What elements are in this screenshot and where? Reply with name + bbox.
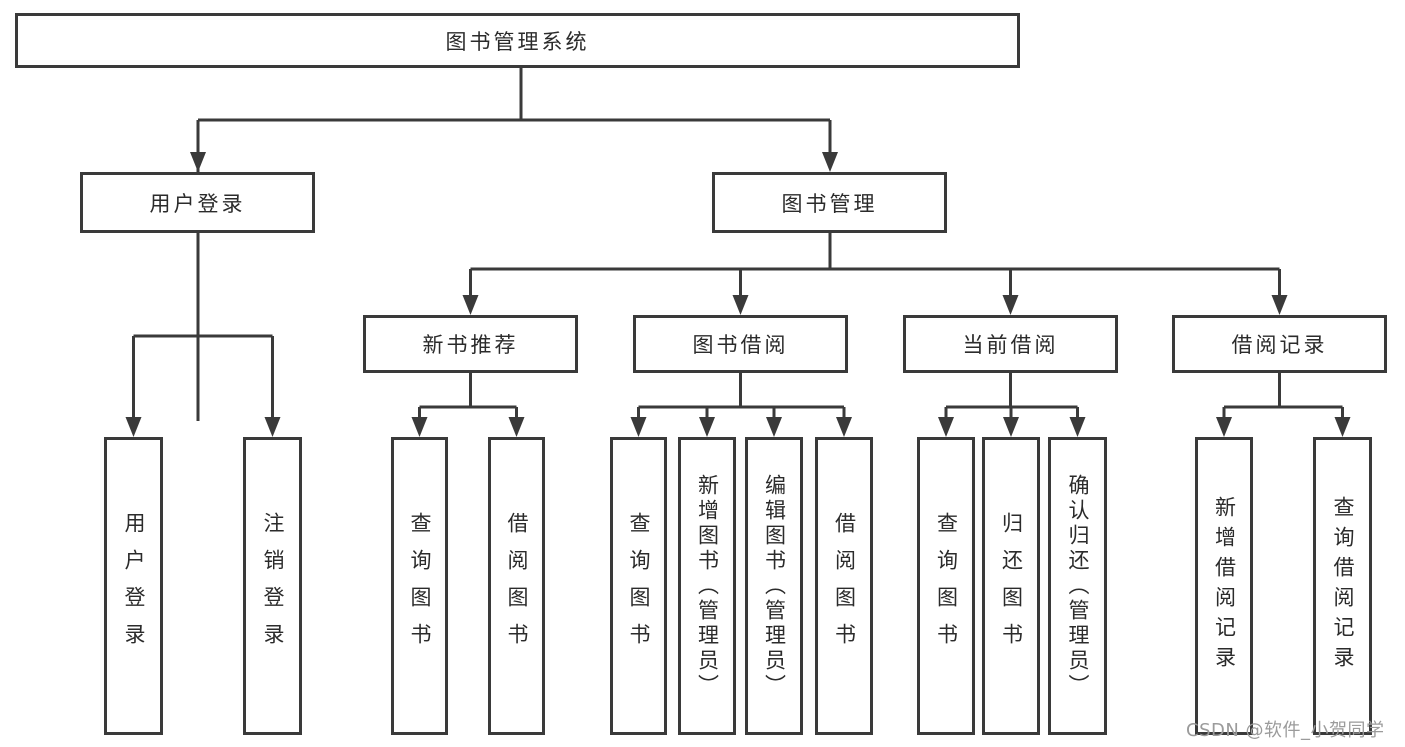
node-borrow-records: 借阅记录	[1172, 315, 1387, 373]
leaf-return-books: 归还图书	[982, 437, 1040, 735]
leaf-label: 查询图书	[934, 512, 959, 660]
leaf-query-books: 查询图书	[917, 437, 975, 735]
leaf-label: 借阅图书	[832, 512, 857, 660]
leaf-label: 借阅图书	[505, 512, 529, 660]
leaf-label: 用户登录	[122, 512, 146, 660]
leaf-label: 确认归还（管理员）	[1066, 473, 1090, 699]
leaf-label: 新增借阅记录	[1212, 496, 1237, 676]
leaf-logout: 注销登录	[243, 437, 302, 735]
node-user-login: 用户登录	[80, 172, 315, 233]
leaf-edit-books-admin: 编辑图书（管理员）	[745, 437, 803, 735]
node-label: 当前借阅	[962, 333, 1059, 357]
node-label: 新书推荐	[422, 333, 519, 357]
leaf-query-books: 查询图书	[391, 437, 448, 735]
node-label: 借阅记录	[1231, 333, 1328, 357]
leaf-confirm-return-admin: 确认归还（管理员）	[1048, 437, 1107, 735]
leaf-add-borrow-record: 新增借阅记录	[1195, 437, 1253, 735]
leaf-label: 编辑图书（管理员）	[762, 473, 787, 699]
node-book-management: 图书管理	[712, 172, 947, 233]
node-book-borrow: 图书借阅	[633, 315, 848, 373]
leaf-label: 查询借阅记录	[1331, 496, 1355, 676]
node-label: 图书管理系统	[445, 29, 590, 54]
leaf-label: 查询图书	[627, 512, 651, 660]
node-label: 图书管理	[781, 191, 878, 216]
node-new-book-recommend: 新书推荐	[363, 315, 578, 373]
node-current-borrow: 当前借阅	[903, 315, 1118, 373]
leaf-label: 归还图书	[999, 512, 1024, 660]
node-label: 用户登录	[149, 191, 246, 216]
node-library-system-root: 图书管理系统	[15, 13, 1020, 68]
leaf-borrow-books: 借阅图书	[815, 437, 873, 735]
leaf-query-borrow-record: 查询借阅记录	[1313, 437, 1372, 735]
node-label: 图书借阅	[692, 333, 789, 357]
csdn-watermark: CSDN @软件_小贺同学	[1186, 720, 1385, 741]
leaf-add-books-admin: 新增图书（管理员）	[678, 437, 736, 735]
leaf-label: 查询图书	[408, 512, 432, 660]
leaf-user-login: 用户登录	[104, 437, 163, 735]
arrowhead-icons	[125, 152, 1351, 437]
leaf-label: 注销登录	[261, 512, 285, 660]
leaf-label: 新增图书（管理员）	[695, 473, 720, 699]
leaf-borrow-books: 借阅图书	[488, 437, 545, 735]
leaf-query-books: 查询图书	[610, 437, 667, 735]
